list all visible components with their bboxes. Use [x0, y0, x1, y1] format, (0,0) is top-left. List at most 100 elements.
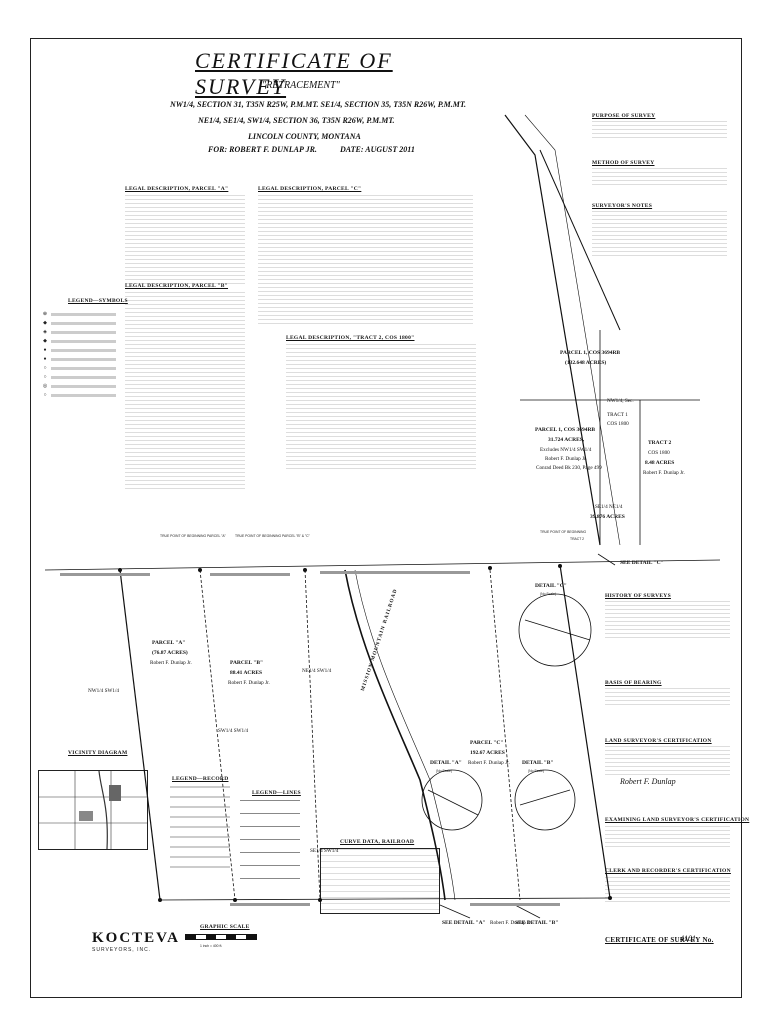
parcel-1-area: (132.648 ACRES) — [565, 360, 607, 366]
cos-number-label: CERTIFICATE OF SURVEY No. — [605, 936, 714, 944]
monument-marker — [318, 898, 322, 902]
see-detail-a: SEE DETAIL "A" — [442, 920, 486, 926]
parcel-1b-sub: Excludes NW1/4 SW1/4 — [540, 447, 592, 453]
monument-marker — [198, 568, 202, 572]
detail-b-circle — [514, 769, 576, 831]
parcel-1b-area: 31.724 ACRES, — [548, 437, 585, 443]
legend-row: ○ — [42, 366, 120, 371]
bearing-label-bar — [230, 903, 310, 906]
vicinity-map-drawing — [39, 770, 147, 850]
bearing-label-bar — [320, 571, 470, 574]
quarter-line — [489, 569, 521, 901]
legend-symbol-icon: ◎ — [42, 383, 48, 389]
se-ne-area: 39.876 ACRES — [590, 514, 625, 520]
legend-lines-heading: LEGEND—LINES — [252, 790, 301, 796]
parcel-1b-owner: Robert F. Dunlap Jr. — [545, 456, 587, 462]
legend-symbol-icon: ○ — [43, 374, 47, 380]
parcel-a-boundary — [119, 569, 161, 901]
parcel-1b-label: PARCEL 1, COS 3694RB — [535, 427, 596, 433]
monument-marker — [118, 568, 122, 572]
tpob-b-label: TRUE POINT OF BEGINNING PARCEL "B" & "C" — [235, 534, 310, 538]
legend-symbols-heading: LEGEND—SYMBOLS — [68, 298, 128, 304]
legend-row: ● — [42, 347, 120, 353]
bearing-label-bar — [470, 903, 560, 906]
company-sub: SURVEYORS, INC. — [92, 947, 152, 953]
ne-sw-label: NE1/4 SW1/4 — [302, 668, 332, 674]
tract-2-pob-label: TRACT 2 — [570, 537, 585, 541]
section-line — [159, 897, 611, 901]
see-detail-b: SEE DETAIL "B" — [515, 920, 559, 926]
history-heading: HISTORY OF SURVEYS — [605, 593, 671, 599]
bearing-label-bar — [210, 573, 290, 576]
legal-c-text — [258, 195, 473, 325]
legend-row: ○ — [42, 374, 120, 380]
legal-c-heading: LEGAL DESCRIPTION, PARCEL "C" — [258, 186, 362, 192]
legend-row: ○ — [42, 392, 120, 398]
legend-row: ◆ — [42, 338, 120, 344]
method-text — [592, 168, 727, 186]
header-date: DATE: AUGUST 2011 — [340, 145, 415, 154]
company-logo: KOCTEVA SURVEYORS, INC. — [92, 930, 202, 966]
bottom-owner: Robert F. Dunlap Jr. — [490, 920, 532, 926]
railroad-line — [344, 569, 446, 901]
detail-c-scale: (No Scale) — [540, 592, 557, 596]
legal-tract-text — [286, 344, 476, 469]
legend-record-heading: LEGEND—RECORD — [172, 776, 229, 782]
quarter-line — [304, 569, 321, 901]
header-line-3: LINCOLN COUNTY, MONTANA — [248, 132, 361, 141]
true-pob-label: TRUE POINT OF BEGINNING — [540, 530, 587, 534]
tpob-a-label: TRUE POINT OF BEGINNING PARCEL "A" — [160, 534, 226, 538]
quarter-line — [199, 569, 236, 901]
parcel-a-label: PARCEL "A" — [152, 640, 186, 646]
subtitle: "RETRACEMENT" — [262, 80, 340, 91]
nw-sw-label: NW1/4 SW1/4 — [88, 688, 119, 694]
legend-lines-list — [240, 800, 300, 880]
graphic-scale-heading: GRAPHIC SCALE — [200, 924, 250, 930]
tract-1-cos: COS 1800 — [607, 421, 629, 427]
clerk-cert-text — [605, 877, 730, 905]
purpose-text — [592, 121, 727, 141]
parcel-a-owner: Robert F. Dunlap Jr. — [150, 660, 192, 666]
vicinity-heading: VICINITY DIAGRAM — [68, 750, 128, 756]
legal-tract-heading: LEGAL DESCRIPTION, "TRACT 2, COS 1800" — [286, 335, 415, 341]
parcel-1-label: PARCEL 1, COS 3694RB — [560, 350, 621, 356]
header-line-1: NW1/4, SECTION 31, T35N R25W, P.M.MT. SE… — [170, 100, 466, 109]
land-cert-heading: LAND SURVEYOR'S CERTIFICATION — [605, 738, 712, 744]
curve-data-heading: CURVE DATA, RAILROAD — [340, 839, 415, 845]
tract-2-area: 8.48 ACRES — [645, 460, 675, 466]
legend-row: ● — [42, 357, 120, 362]
legend-symbol-icon: ◆ — [43, 320, 47, 326]
notes-heading: SURVEYOR'S NOTES — [592, 203, 653, 209]
vicinity-map — [38, 770, 148, 850]
detail-a-scale: (No Scale) — [436, 769, 453, 773]
basis-heading: BASIS OF BEARING — [605, 680, 662, 686]
detail-c-circle — [518, 593, 592, 667]
monument-marker — [558, 564, 562, 568]
se-ne-label: SE1/4 NE1/4 — [595, 504, 623, 510]
parcel-1-boundary — [504, 114, 601, 546]
scale-text: 1 inch = 400 ft. — [200, 944, 223, 948]
legend-symbol-icon: ○ — [43, 392, 47, 398]
history-text — [605, 601, 730, 641]
curve-data-table — [320, 848, 440, 914]
legend-record-list — [170, 786, 230, 876]
notes-text — [592, 211, 727, 257]
parcel-b-owner: Robert F. Dunlap Jr. — [228, 680, 270, 686]
bearing-label-bar — [60, 573, 150, 576]
parcel-c-area: 192.67 ACRES — [470, 750, 505, 756]
monument-marker — [488, 566, 492, 570]
legal-b-heading: LEGAL DESCRIPTION, PARCEL "B" — [125, 283, 229, 289]
legend-symbol-icon: ◈ — [43, 329, 47, 335]
tract-1-label: TRACT 1 — [607, 412, 628, 418]
legal-a-heading: LEGAL DESCRIPTION, PARCEL "A" — [125, 186, 229, 192]
legal-a-text — [125, 195, 245, 285]
legend-symbol-icon: ◆ — [43, 338, 47, 344]
monument-marker — [303, 568, 307, 572]
legend-symbol-icon: ● — [43, 347, 47, 353]
tract-2-owner: Robert F. Dunlap Jr. — [643, 470, 685, 476]
exam-cert-heading: EXAMINING LAND SURVEYOR'S CERTIFICATION — [605, 817, 750, 823]
highway-line — [539, 149, 621, 331]
graphic-scale-bar — [185, 934, 257, 940]
railroad-line — [354, 569, 456, 901]
detail-b-label: DETAIL "B" — [522, 760, 554, 766]
